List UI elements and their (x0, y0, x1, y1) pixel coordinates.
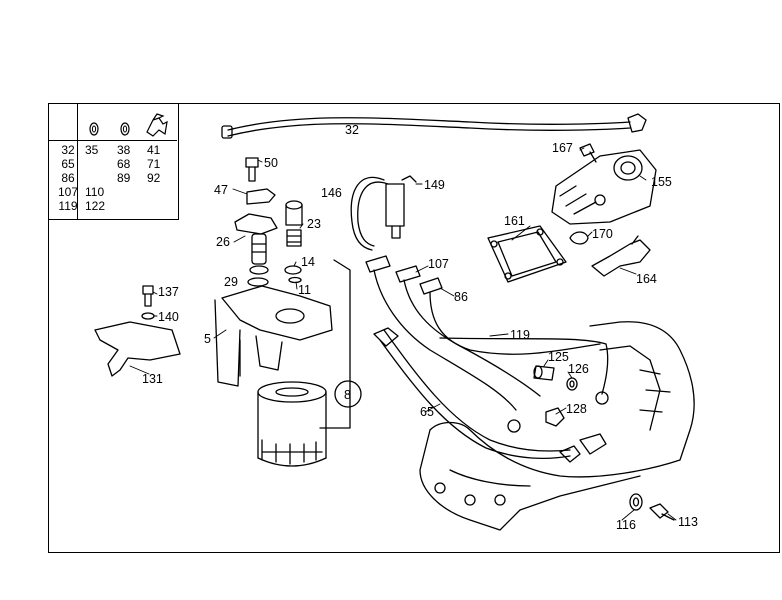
part-164-bracket (591, 235, 651, 277)
part-119-line (439, 337, 609, 395)
part-23-fitting (285, 200, 303, 247)
legend-row-divider (49, 140, 177, 141)
callout-50: 50 (264, 156, 278, 170)
filter-cartridge (257, 381, 327, 467)
legend-col3: 38 68 89 (117, 143, 130, 185)
callout-125: 125 (548, 350, 569, 364)
washer-icon-2 (120, 122, 130, 136)
callout-29: 29 (224, 275, 238, 289)
injection-pump-block (419, 321, 695, 531)
callout-140: 140 (158, 310, 179, 324)
legend-item: 38 (117, 143, 131, 157)
callout-119: 119 (510, 328, 530, 342)
part-113-plug (649, 503, 675, 521)
washer-icon (89, 122, 99, 136)
callout-5: 5 (204, 332, 211, 346)
part-137-bolt (142, 285, 154, 307)
legend-col2: 35 110 122 (85, 143, 105, 213)
callout-167: 167 (552, 141, 573, 155)
callout-164: 164 (636, 272, 657, 286)
callout-128: 128 (566, 402, 587, 416)
part-161-gasket (487, 225, 567, 283)
legend-item: 41 (147, 143, 161, 157)
callout-11: 11 (298, 283, 311, 297)
part-50-bolt (245, 157, 259, 182)
part-116-washer (629, 493, 643, 511)
part-126-washer (566, 377, 578, 391)
legend-item: 107 (57, 185, 79, 199)
part-47-gasket (246, 188, 276, 205)
part-146-line (350, 176, 385, 251)
legend-item: 68 (117, 157, 131, 171)
part-149-fitting (385, 175, 417, 239)
callout-116: 116 (616, 518, 636, 532)
callout-65: 65 (420, 405, 434, 419)
callout-170: 170 (592, 227, 613, 241)
callout-47: 47 (214, 183, 228, 197)
part-140-washer (141, 312, 155, 320)
part-167-screw (579, 143, 597, 163)
legend-icons (89, 113, 168, 137)
part-131-bracket (94, 321, 181, 377)
part-170-clip (569, 231, 589, 245)
legend-item: 86 (61, 171, 75, 185)
part-107-hoses (365, 255, 601, 411)
legend-col4: 41 71 92 (147, 143, 160, 185)
legend-column-divider (77, 104, 78, 220)
part-8-bracket (319, 259, 351, 429)
part-11-washer (288, 276, 302, 284)
callout-161: 161 (504, 214, 525, 228)
callout-137: 137 (158, 285, 179, 299)
part-128-banjo (507, 407, 565, 433)
callout-26: 26 (216, 235, 230, 249)
callout-149: 149 (424, 178, 445, 192)
part-32-fuel-line (221, 113, 647, 139)
callout-131: 131 (142, 372, 163, 386)
legend-item: 92 (147, 171, 161, 185)
part-14-seal (284, 265, 302, 275)
callout-86: 86 (454, 290, 468, 304)
legend-item: 32 (61, 143, 75, 157)
callout-32: 32 (345, 123, 359, 137)
legend-item: 89 (117, 171, 131, 185)
callout-107: 107 (428, 257, 449, 271)
legend-item: 110 (85, 185, 105, 199)
callout-23: 23 (307, 217, 321, 231)
legend-item: 71 (147, 157, 161, 171)
callout-155: 155 (651, 175, 672, 189)
callout-146: 146 (321, 186, 342, 200)
legend-item: 122 (85, 199, 106, 213)
callout-126: 126 (568, 362, 589, 376)
callout-14: 14 (301, 255, 315, 269)
part-26-valve (234, 213, 278, 275)
legend-item: 35 (85, 143, 99, 157)
part-5-filter-housing (214, 285, 333, 387)
legend-item: 65 (61, 157, 75, 171)
part-125-fitting (533, 365, 555, 381)
callout-8: 8 (344, 388, 351, 402)
callout-circle-8 (334, 380, 362, 408)
part-65-line (383, 329, 571, 452)
part-155-pump (551, 149, 657, 225)
part-legend-table: 32 65 86 107 119 35 110 122 38 68 89 41 … (49, 104, 179, 220)
part-29-oring (247, 277, 269, 287)
legend-col1: 32 65 86 107 119 (57, 143, 79, 213)
clip-icon (146, 113, 168, 137)
callout-113: 113 (678, 515, 698, 529)
diagram-frame: 32 65 86 107 119 35 110 122 38 68 89 41 … (48, 103, 780, 553)
leader-lines (129, 147, 677, 521)
legend-item: 119 (58, 199, 78, 213)
